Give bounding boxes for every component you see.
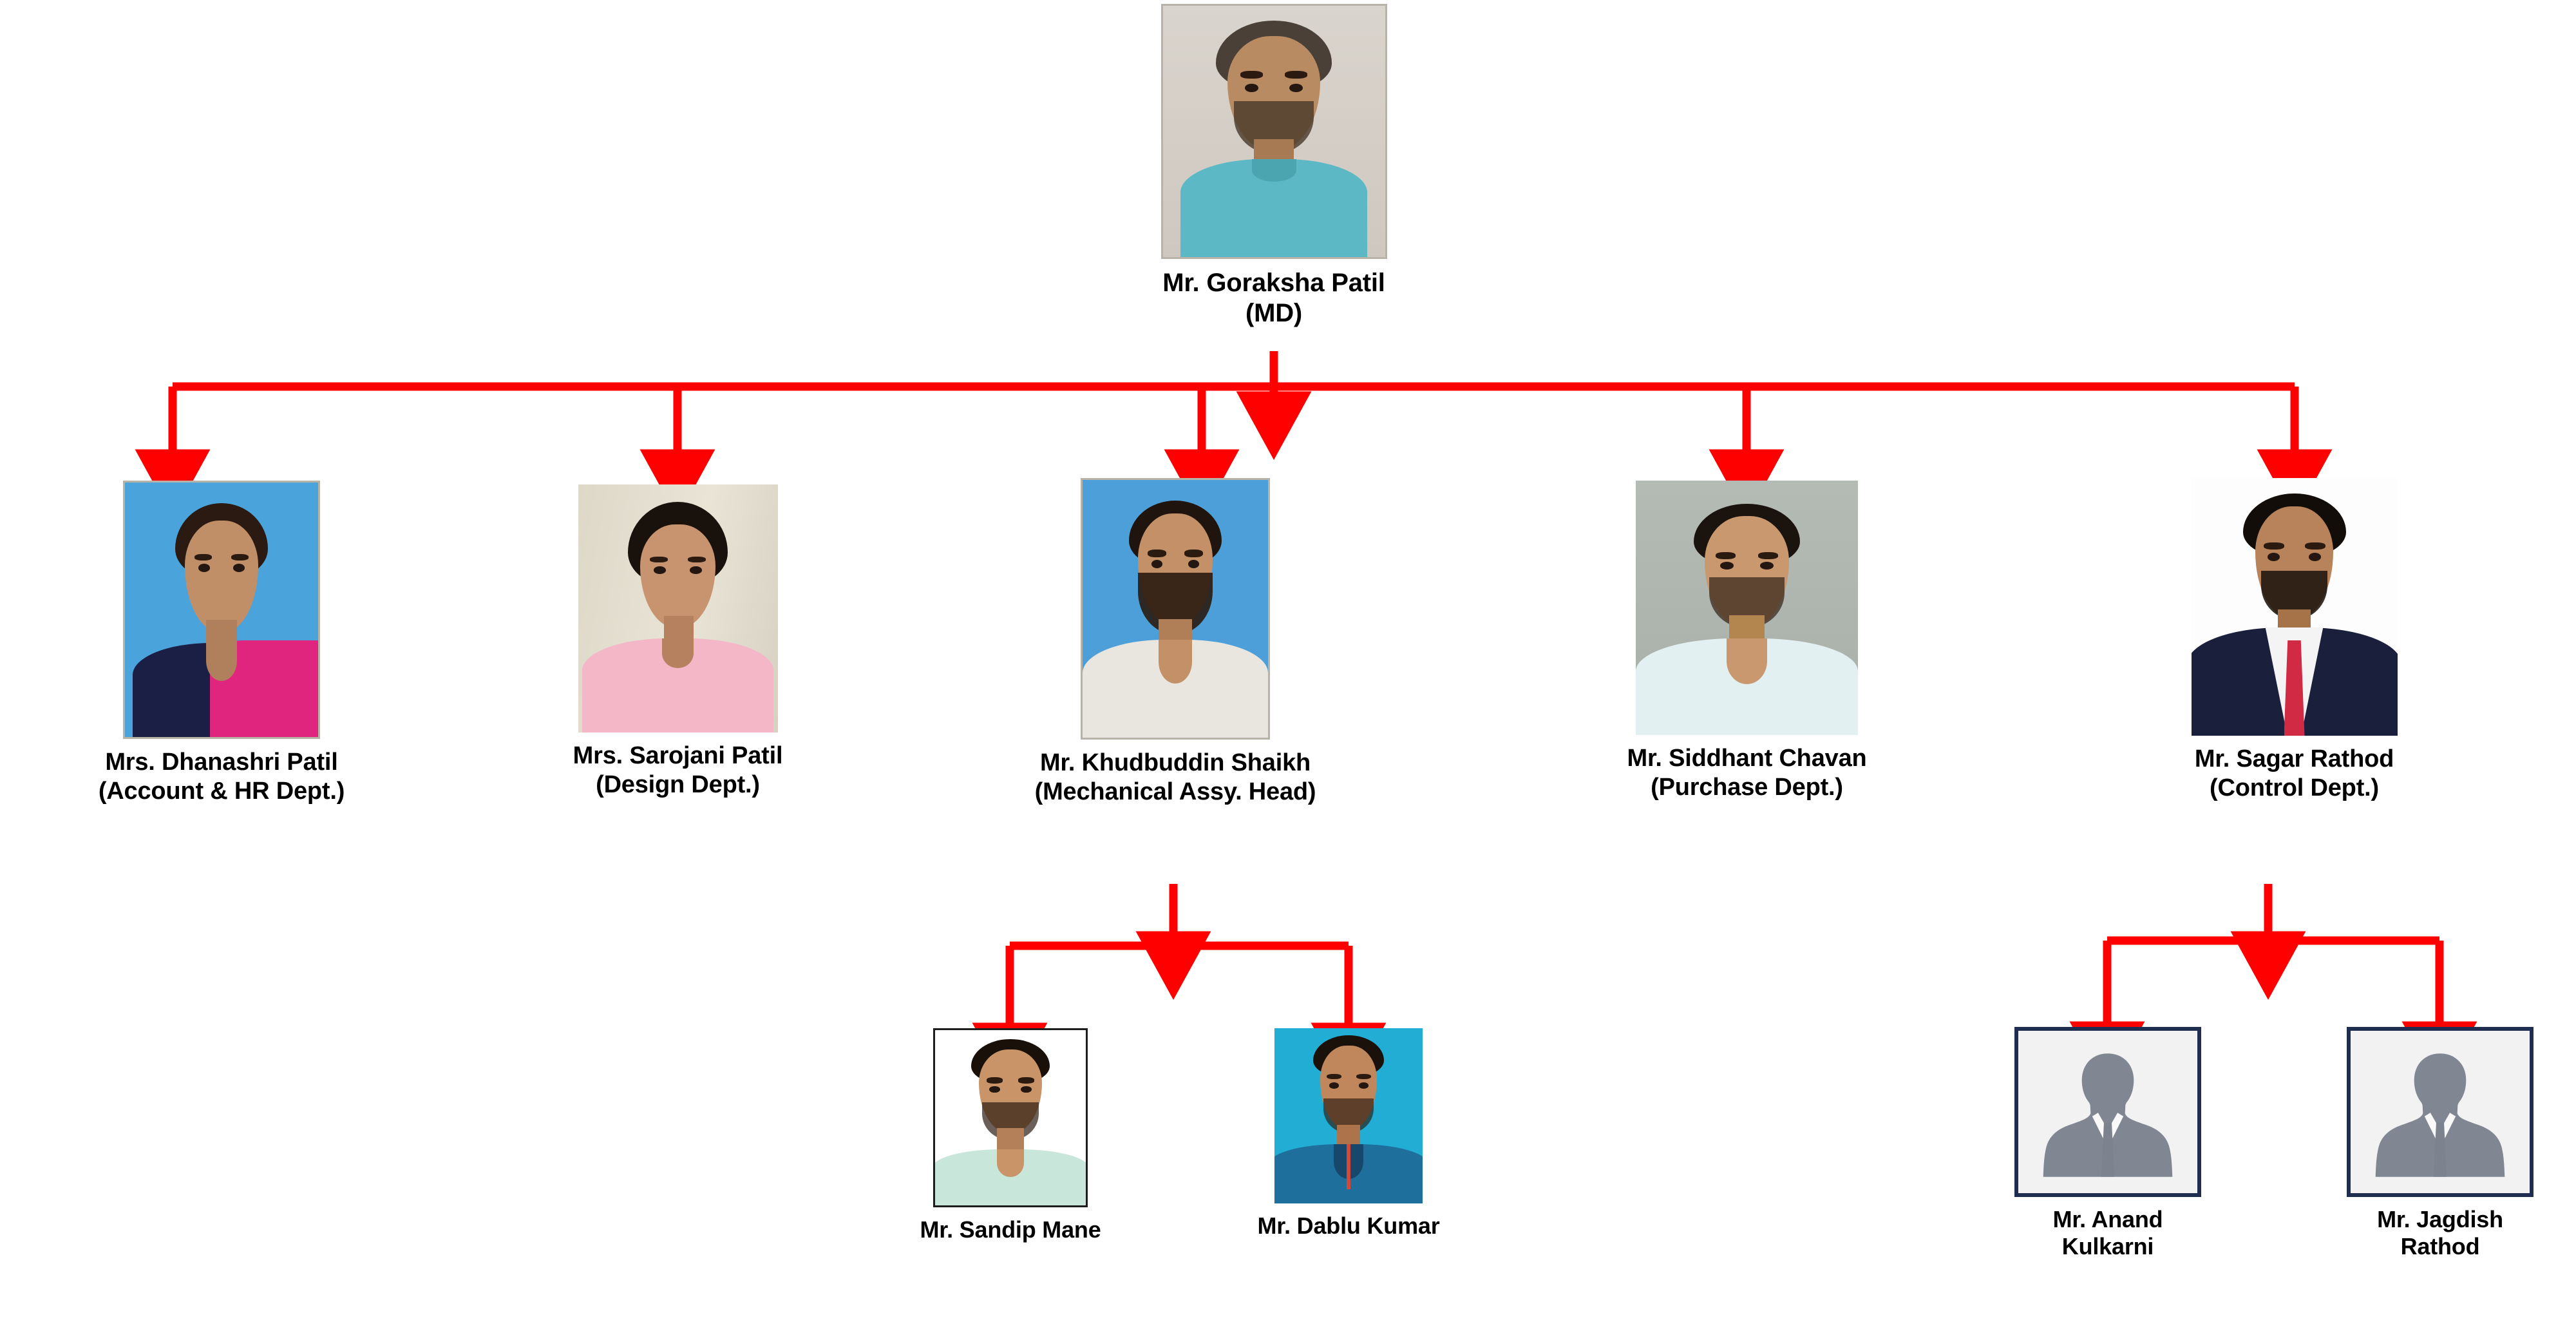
photo-dablu-kumar [1274, 1028, 1423, 1203]
photo-siddhant-chavan [1636, 481, 1858, 735]
node-siddhant-chavan[interactable]: Mr. Siddhant Chavan (Purchase Dept.) [1558, 481, 1935, 802]
photo-khudbuddin-shaikh [1081, 478, 1270, 740]
label-jagdish-rathod: Mr. Jagdish Rathod [2377, 1206, 2503, 1260]
label-anand-kulkarni: Mr. Anand Kulkarni [2052, 1206, 2163, 1260]
label-dhanashri-patil: Mrs. Dhanashri Patil (Account & HR Dept.… [98, 749, 345, 805]
photo-sarojani-patil [578, 484, 778, 733]
photo-jagdish-rathod [2347, 1027, 2533, 1197]
node-dablu-kumar[interactable]: Mr. Dablu Kumar [1195, 1028, 1502, 1240]
label-dablu-kumar: Mr. Dablu Kumar [1257, 1212, 1440, 1239]
label-sarojani-patil: Mrs. Sarojani Patil (Design Dept.) [573, 742, 783, 798]
node-sandip-mane[interactable]: Mr. Sandip Mane [857, 1028, 1164, 1243]
label-sandip-mane: Mr. Sandip Mane [920, 1216, 1101, 1243]
label-goraksha-patil: Mr. Goraksha Patil (MD) [1162, 269, 1385, 328]
photo-sandip-mane [933, 1028, 1088, 1207]
person-silhouette-icon [2351, 1031, 2530, 1193]
node-sagar-rathod[interactable]: Mr. Sagar Rathod (Control Dept.) [2119, 478, 2470, 803]
photo-dhanashri-patil [123, 481, 320, 739]
node-sarojani-patil[interactable]: Mrs. Sarojani Patil (Design Dept.) [509, 484, 847, 800]
node-dhanashri-patil[interactable]: Mrs. Dhanashri Patil (Account & HR Dept.… [15, 481, 428, 806]
node-anand-kulkarni[interactable]: Mr. Anand Kulkarni [1958, 1027, 2258, 1261]
label-sagar-rathod: Mr. Sagar Rathod (Control Dept.) [2194, 745, 2394, 801]
person-silhouette-icon [2018, 1031, 2197, 1193]
node-goraksha-patil[interactable]: Mr. Goraksha Patil (MD) [1133, 4, 1414, 329]
photo-goraksha-patil [1160, 4, 1387, 259]
label-siddhant-chavan: Mr. Siddhant Chavan (Purchase Dept.) [1627, 745, 1867, 801]
photo-sagar-rathod [2191, 478, 2398, 736]
node-jagdish-rathod[interactable]: Mr. Jagdish Rathod [2290, 1027, 2576, 1261]
photo-anand-kulkarni [2014, 1027, 2201, 1197]
label-khudbuddin-shaikh: Mr. Khudbuddin Shaikh (Mechanical Assy. … [1034, 749, 1316, 805]
node-khudbuddin-shaikh[interactable]: Mr. Khudbuddin Shaikh (Mechanical Assy. … [985, 478, 1365, 807]
